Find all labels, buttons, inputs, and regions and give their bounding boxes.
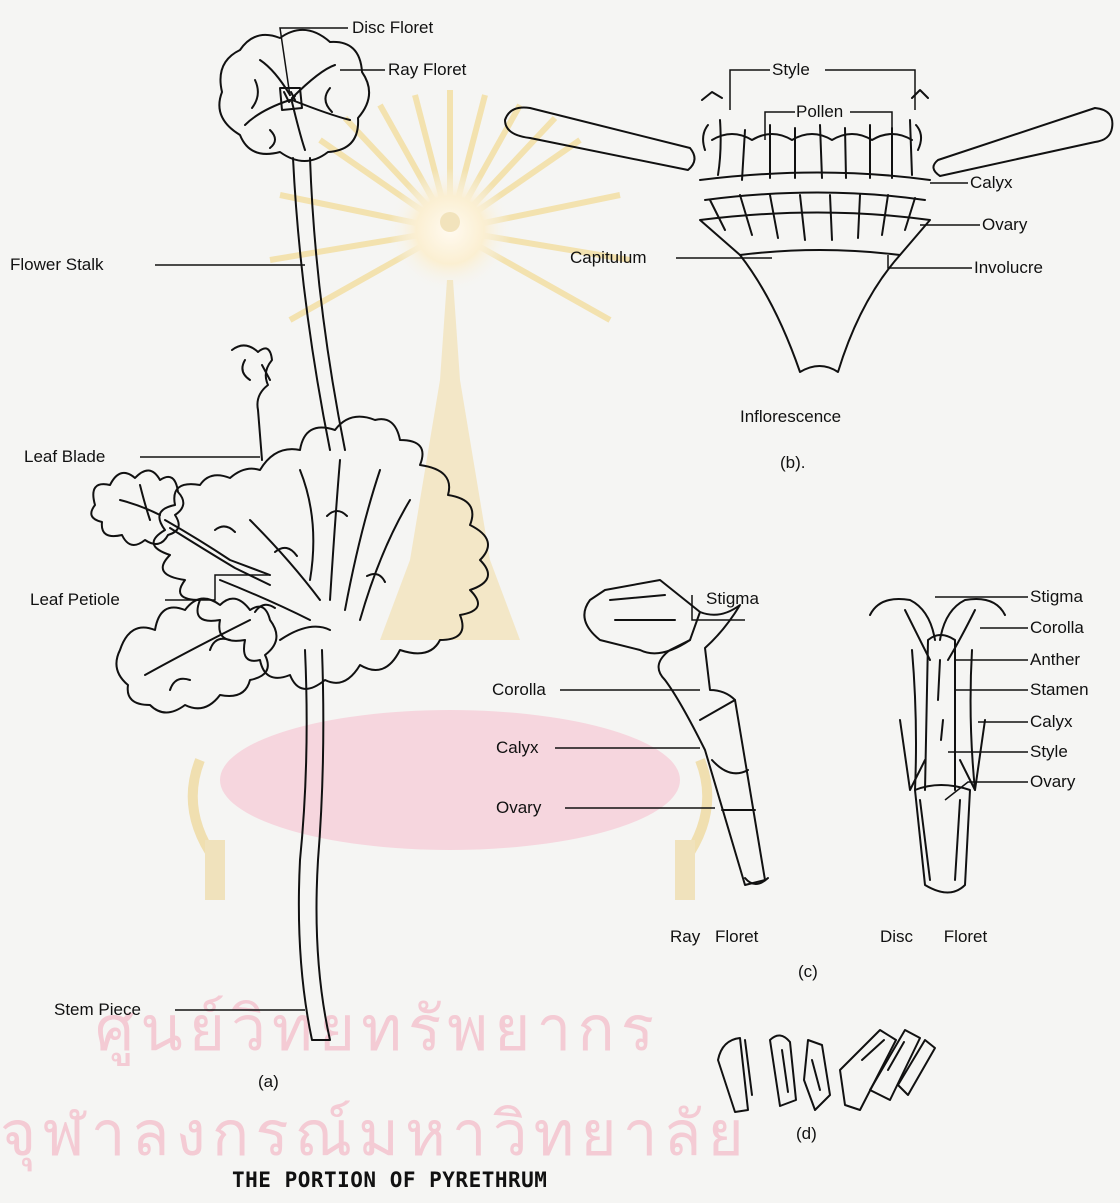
label-disc-floret: Disc Floret [352,18,433,38]
label-disc-corolla: Corolla [1030,618,1084,638]
label-ray-stigma: Stigma [706,589,759,609]
figure-title: THE PORTION OF PYRETHRUM [232,1168,547,1192]
label-ovary-b: Ovary [982,215,1027,235]
label-pollen: Pollen [796,102,843,122]
label-disc-style: Style [1030,742,1068,762]
caption-d: (d) [796,1124,817,1144]
label-stem-piece: Stem Piece [54,1000,141,1020]
label-ray-corolla: Corolla [492,680,546,700]
caption-b: (b). [780,453,806,473]
label-style: Style [772,60,810,80]
caption-a: (a) [258,1072,279,1092]
label-capitulum: Capitulum [570,248,647,268]
label-ray-floret-name: Ray Floret [670,927,758,947]
label-inflorescence: Inflorescence [740,407,841,427]
label-disc-anther: Anther [1030,650,1080,670]
label-disc-calyx: Calyx [1030,712,1073,732]
label-disc-stigma: Stigma [1030,587,1083,607]
label-disc-floret-name: Disc Floret [880,927,987,947]
label-leaf-blade: Leaf Blade [24,447,105,467]
label-disc-stamen: Stamen [1030,680,1089,700]
label-ray-floret: Ray Floret [388,60,466,80]
label-ray-calyx: Calyx [496,738,539,758]
label-flower-stalk: Flower Stalk [10,255,104,275]
label-disc-ovary: Ovary [1030,772,1075,792]
label-involucre: Involucre [974,258,1043,278]
label-leaf-petiole: Leaf Petiole [30,590,120,610]
label-ray-ovary: Ovary [496,798,541,818]
caption-c: (c) [798,962,818,982]
label-calyx-b: Calyx [970,173,1013,193]
